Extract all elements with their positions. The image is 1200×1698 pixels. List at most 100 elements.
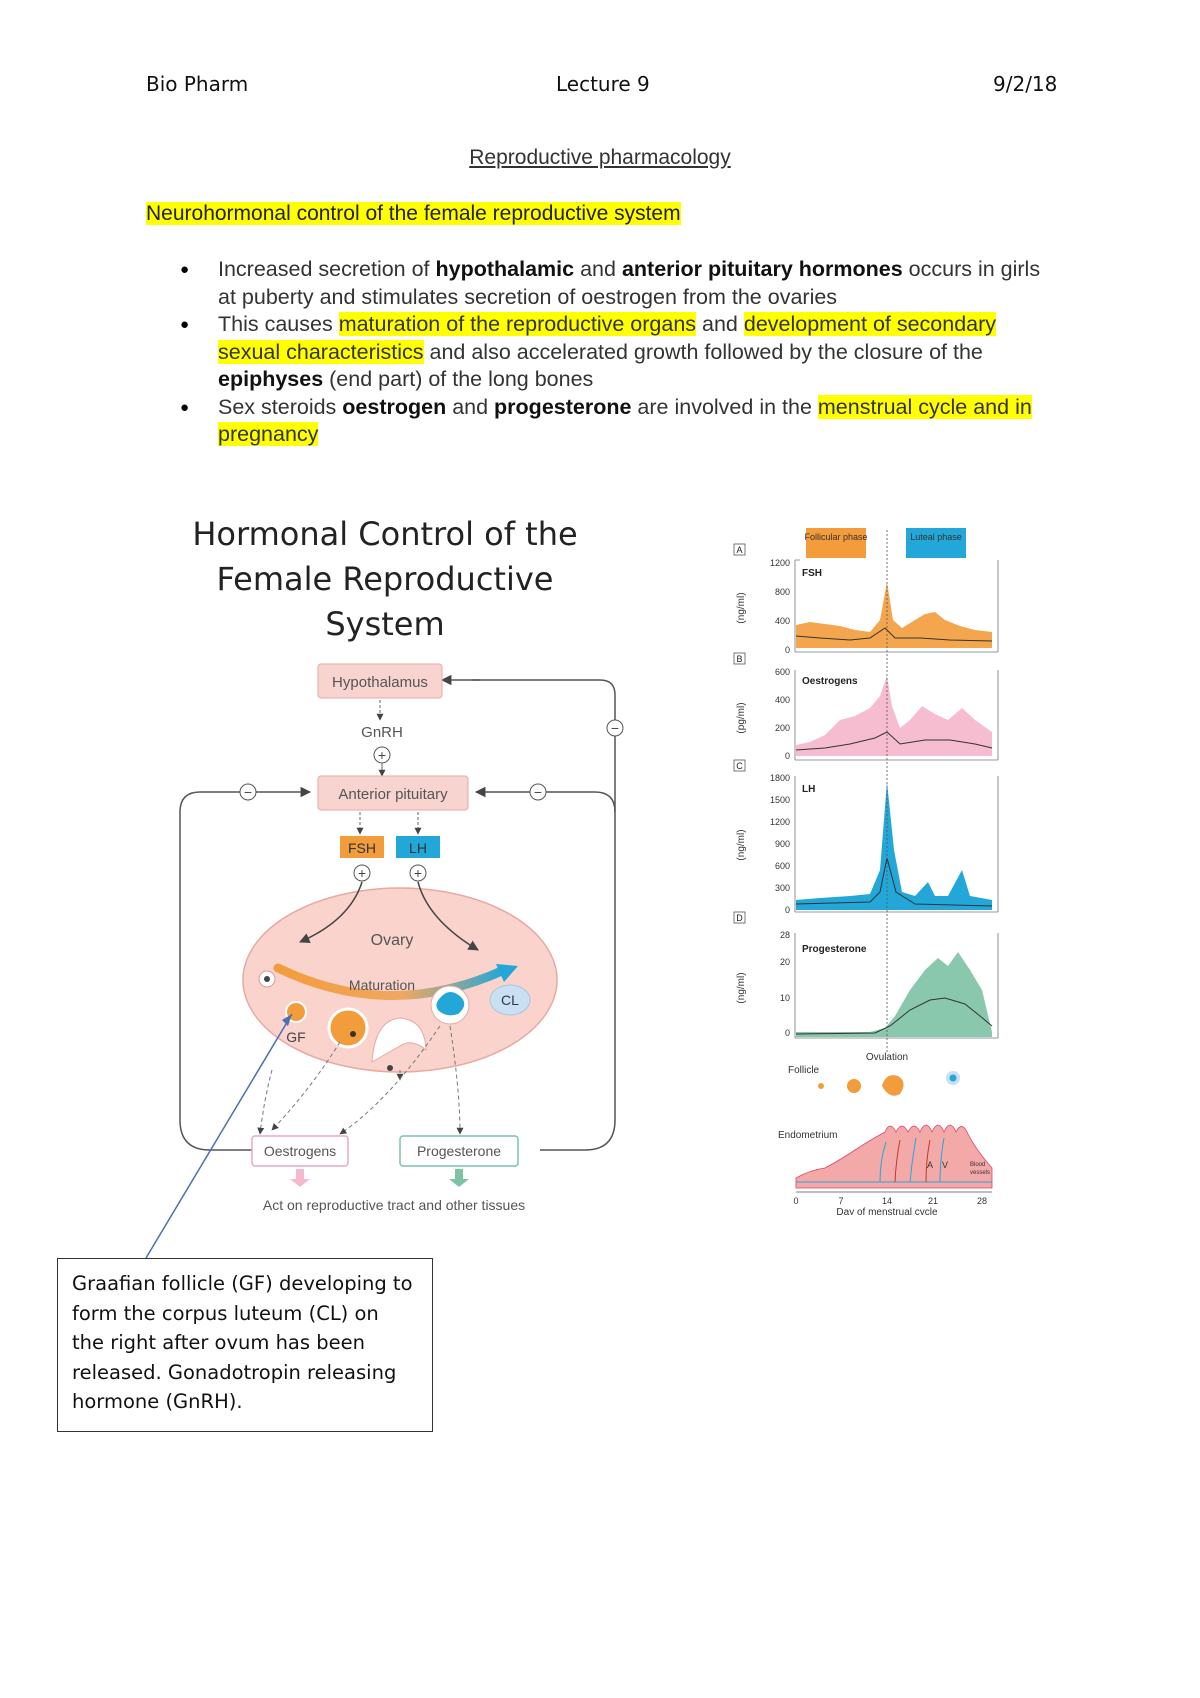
bullet-2-text: This causes bbox=[218, 312, 339, 336]
arrow-dashed bbox=[257, 1069, 273, 1135]
arrow-dashed bbox=[449, 1025, 464, 1135]
graafian-follicle-callout: Graafian follicle (GF) developing to for… bbox=[57, 1258, 433, 1432]
plus-sign: + bbox=[358, 865, 366, 881]
header-date: 9/2/18 bbox=[993, 72, 1058, 96]
follicle-ovum bbox=[350, 1031, 356, 1037]
lh-label: LH bbox=[409, 840, 427, 856]
endometrium-layer bbox=[795, 1124, 993, 1189]
hypothalamus-box bbox=[317, 663, 443, 699]
tick-c: 1200 bbox=[770, 817, 790, 827]
tick-d: 28 bbox=[780, 930, 790, 940]
progesterone-label: Progesterone bbox=[417, 1143, 501, 1159]
blood-vessels-label: vessels bbox=[970, 1170, 990, 1176]
bullet-2-bold-epiphyses: epiphyses bbox=[218, 367, 324, 391]
panel-d-box bbox=[733, 911, 746, 924]
arrow-lh-to-ovary bbox=[417, 881, 479, 951]
luteal-phase-box bbox=[906, 528, 966, 558]
header-course: Bio Pharm bbox=[146, 72, 249, 96]
released-ovum bbox=[387, 1065, 393, 1071]
arrow-dashed bbox=[271, 1041, 341, 1131]
header-lecture: Lecture 9 bbox=[556, 72, 650, 96]
fsh-box bbox=[340, 836, 384, 858]
tick-b: 200 bbox=[775, 723, 790, 733]
tick-a: 0 bbox=[785, 645, 790, 655]
diagram-title-line: Hormonal Control of the bbox=[192, 515, 578, 553]
callout-line: released. Gonadotropin releasing bbox=[72, 1360, 397, 1384]
gf-label: GF bbox=[286, 1029, 305, 1045]
follicular-phase-label: Follicular phase bbox=[804, 532, 867, 542]
tick-a: 1200 bbox=[770, 558, 790, 568]
follicle-ovum bbox=[264, 976, 270, 982]
fsh-area bbox=[796, 582, 992, 648]
minus-sign: − bbox=[244, 784, 252, 800]
arrow-fsh-to-ovary bbox=[299, 881, 363, 943]
maturation-arrowhead bbox=[496, 964, 518, 982]
anterior-pituitary-box bbox=[317, 775, 469, 811]
unit-c: (ng/ml) bbox=[736, 829, 747, 860]
maturation-label: Maturation bbox=[349, 977, 415, 993]
panel-b-box bbox=[733, 652, 746, 665]
arrow-dashed bbox=[339, 1025, 441, 1135]
diagram-title: Hormonal Control of the Female Reproduct… bbox=[150, 512, 620, 647]
callout-line: the right after ovum has been bbox=[72, 1331, 365, 1354]
panel-c-letter: C bbox=[736, 761, 743, 771]
endometrium-arteries bbox=[894, 1139, 931, 1183]
minus-icon bbox=[529, 783, 547, 801]
feedback-arrow-pituitary-left bbox=[179, 786, 312, 813]
panel-a-letter: A bbox=[736, 545, 742, 555]
callout-line: form the corpus luteum (CL) on bbox=[72, 1301, 379, 1325]
plus-icon bbox=[353, 864, 371, 882]
bullet-2-text: (end part) of the long bones bbox=[323, 367, 594, 391]
luteal-phase-label: Luteal phase bbox=[910, 532, 962, 542]
bullet-1-text: occurs in girls at puberty and stimulate… bbox=[218, 257, 1041, 309]
cl-label: CL bbox=[501, 992, 519, 1008]
x-tick: 28 bbox=[977, 1196, 987, 1206]
tick-c: 1800 bbox=[770, 773, 790, 783]
follicle-stage-icon bbox=[845, 1077, 863, 1095]
progesterone-box bbox=[399, 1135, 519, 1167]
bullet-2-text: and also accelerated growth followed by … bbox=[423, 339, 983, 364]
callout-line: hormone (GnRH). bbox=[72, 1390, 243, 1413]
minus-icon bbox=[606, 719, 624, 737]
endometrium-vessels bbox=[879, 1137, 945, 1183]
bullet-2-text: and bbox=[696, 312, 744, 336]
x-tick: 21 bbox=[928, 1196, 938, 1206]
corpus-luteum-core bbox=[436, 992, 465, 1016]
feedback-arrow-pituitary-right bbox=[474, 786, 616, 813]
tick-a: 400 bbox=[775, 616, 790, 626]
anterior-pituitary-label: Anterior pituitary bbox=[338, 786, 448, 803]
fsh-mean-line bbox=[795, 627, 993, 642]
tick-c: 300 bbox=[775, 883, 790, 893]
callout-pointer-line bbox=[145, 1013, 293, 1259]
hypothalamus-label: Hypothalamus bbox=[332, 674, 428, 691]
follicular-phase-box bbox=[806, 528, 866, 558]
lh-box bbox=[396, 836, 440, 858]
tick-b: 400 bbox=[775, 695, 790, 705]
progesterone-mean-line bbox=[795, 997, 993, 1035]
axis-frame-b bbox=[794, 670, 999, 761]
blood-vessels-label: Blood bbox=[970, 1162, 985, 1168]
corpus-luteum-core-icon bbox=[949, 1074, 957, 1082]
tick-d: 10 bbox=[780, 993, 790, 1003]
oestrogen-arrow-head bbox=[290, 1179, 310, 1187]
panel-d-letter: D bbox=[736, 913, 743, 923]
diagram-title-line: Female Reproductive bbox=[216, 560, 554, 598]
bullet-3-text: Sex steroids bbox=[218, 394, 343, 419]
lh-panel-label: LH bbox=[802, 784, 815, 795]
oestrogens-panel-label: Oestrogens bbox=[802, 676, 858, 687]
x-tick: 14 bbox=[882, 1196, 892, 1206]
progesterone-panel-label: Progesterone bbox=[802, 944, 867, 955]
axis-frame-a bbox=[794, 559, 999, 653]
bullet-1-text: and bbox=[574, 257, 622, 281]
progesterone-arrow-head bbox=[449, 1179, 469, 1187]
artery-label: A bbox=[927, 1160, 933, 1170]
tick-b: 600 bbox=[775, 667, 790, 677]
oestrogens-mean-line bbox=[795, 731, 993, 751]
follicle-label: Follicle bbox=[788, 1065, 820, 1076]
maturation-arrow bbox=[273, 963, 509, 1000]
fsh-panel-label: FSH bbox=[802, 568, 822, 579]
plus-sign: + bbox=[414, 865, 422, 881]
section-heading-text: Neurohormonal control of the female repr… bbox=[146, 202, 681, 225]
gnrh-label: GnRH bbox=[361, 724, 403, 741]
